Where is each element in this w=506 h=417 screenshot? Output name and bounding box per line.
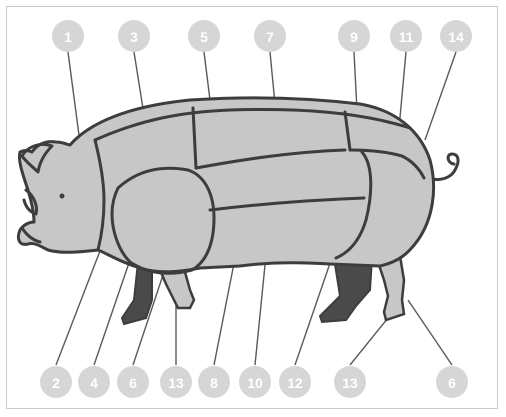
badge-top-1: 1 — [52, 20, 84, 52]
svg-text:7: 7 — [266, 29, 274, 45]
svg-text:9: 9 — [350, 29, 358, 45]
badge-top-11: 11 — [390, 20, 422, 52]
svg-text:11: 11 — [399, 29, 414, 45]
badge-bottom-4: 4 — [78, 366, 110, 398]
svg-text:10: 10 — [247, 375, 263, 391]
badge-bottom-13b: 13 — [334, 366, 366, 398]
leader-13b — [350, 318, 388, 365]
svg-text:13: 13 — [342, 375, 358, 391]
badge-top-9: 9 — [338, 20, 370, 52]
pig-eye — [60, 194, 65, 199]
leader-14 — [425, 52, 456, 140]
svg-text:14: 14 — [448, 29, 464, 45]
svg-text:3: 3 — [130, 29, 138, 45]
badge-bottom-10: 10 — [239, 366, 271, 398]
svg-text:8: 8 — [210, 375, 218, 391]
svg-text:13: 13 — [168, 375, 184, 391]
badge-top-14: 14 — [440, 20, 472, 52]
leader-2 — [56, 238, 105, 365]
svg-text:6: 6 — [129, 375, 137, 391]
svg-text:1: 1 — [64, 29, 72, 45]
badge-top-3: 3 — [118, 20, 150, 52]
svg-text:12: 12 — [287, 375, 303, 391]
leader-5 — [204, 52, 210, 100]
badge-bottom-2: 2 — [40, 366, 72, 398]
svg-text:6: 6 — [448, 375, 456, 391]
svg-text:4: 4 — [90, 375, 98, 391]
svg-text:5: 5 — [200, 29, 208, 45]
bottom-number-badges: 2 4 6 13 8 10 12 13 6 — [40, 366, 468, 398]
front-right-trotter — [160, 270, 194, 308]
badge-top-7: 7 — [254, 20, 286, 52]
badge-bottom-6b: 6 — [436, 366, 468, 398]
badge-bottom-8: 8 — [198, 366, 230, 398]
badge-bottom-13a: 13 — [160, 366, 192, 398]
badge-bottom-12: 12 — [279, 366, 311, 398]
leader-6b — [408, 300, 452, 365]
badge-bottom-6a: 6 — [117, 366, 149, 398]
badge-top-5: 5 — [188, 20, 220, 52]
svg-text:2: 2 — [52, 375, 60, 391]
top-number-badges: 1 3 5 7 9 11 14 — [52, 20, 472, 52]
